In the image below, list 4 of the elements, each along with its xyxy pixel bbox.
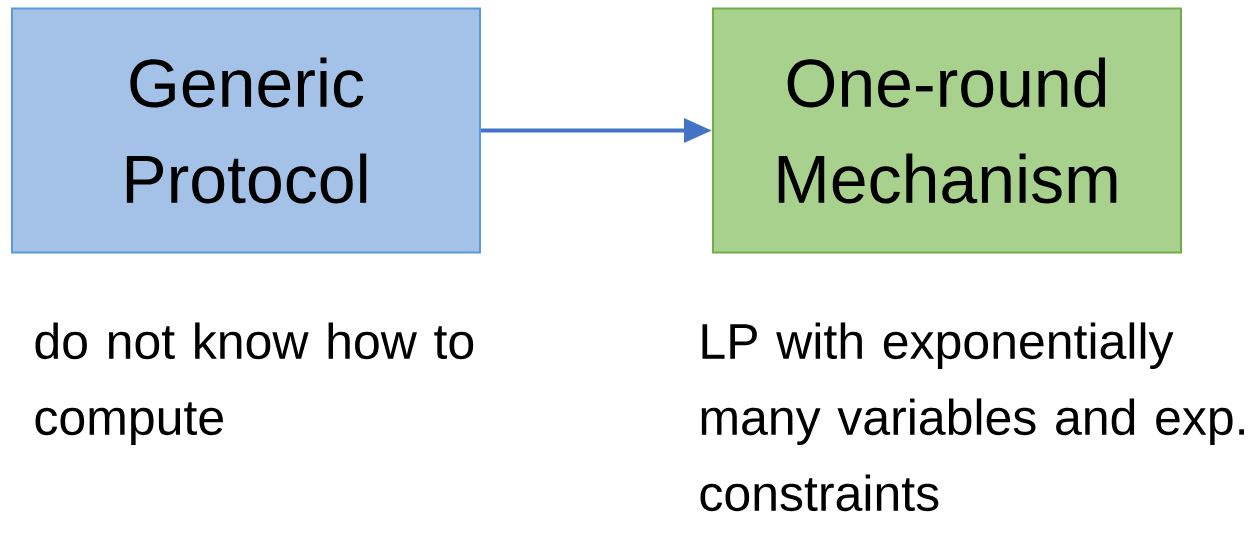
caption-text: do not know how to compute: [35, 322, 474, 445]
caption-text: LP with exponentially many variables and exp. constraints: [700, 322, 1244, 512]
process-box: One-round Mechanism: [712, 7, 1182, 254]
process-box: Generic Protocol: [11, 7, 481, 254]
